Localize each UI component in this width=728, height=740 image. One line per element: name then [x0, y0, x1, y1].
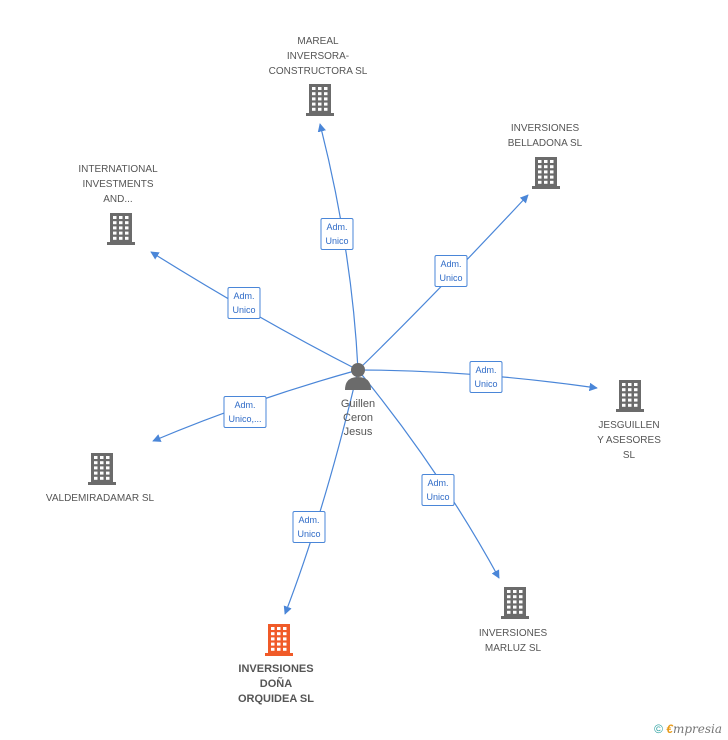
edge-label-orquidea[interactable]: Adm. Unico [292, 511, 326, 543]
building-icon-marluz[interactable] [501, 587, 529, 619]
edge-label-line: Adm. [475, 365, 497, 375]
edge-label-line: Unico [325, 236, 349, 246]
company-label-line: Y ASESORES [597, 435, 661, 446]
company-label-line: VALDEMIRADAMAR SL [45, 493, 155, 504]
building-icon-mareal[interactable] [306, 84, 334, 116]
company-label-orquidea[interactable]: INVERSIONES DOÑA ORQUIDEA SL [238, 662, 314, 707]
empresia-logo-initial: € [666, 722, 673, 736]
edge-label-line: Adm. [298, 515, 320, 525]
company-label-line: CONSTRUCTORA SL [268, 66, 368, 77]
building-icon-valdemiradamar[interactable] [88, 453, 116, 485]
edge-label-marluz[interactable]: Adm. Unico [421, 474, 455, 506]
building-icon-jesguillen[interactable] [616, 380, 644, 412]
company-label-line: INVERSORA- [286, 51, 350, 62]
edge-label-line: Unico [232, 305, 256, 315]
edge-label-valdemiradamar[interactable]: Adm. Unico,... [223, 396, 267, 428]
empresia-logo-text: mpresia [672, 722, 722, 736]
edge-label-mareal[interactable]: Adm. Unico [320, 218, 354, 250]
company-label-line: INTERNATIONAL [78, 164, 158, 175]
company-label-mareal[interactable]: MAREAL INVERSORA- CONSTRUCTORA SL [269, 34, 368, 79]
company-label-line: ORQUIDEA SL [238, 693, 314, 705]
building-icon-international[interactable] [107, 213, 135, 245]
company-label-international[interactable]: INTERNATIONAL INVESTMENTS AND... [78, 162, 157, 207]
edge-label-line: Unico [297, 529, 321, 539]
person-icon[interactable] [345, 363, 371, 390]
company-label-jesguillen[interactable]: JESGUILLEN Y ASESORES SL [597, 418, 661, 463]
copyright-symbol: © [654, 722, 663, 736]
company-label-valdemiradamar[interactable]: VALDEMIRADAMAR SL [46, 491, 154, 506]
edge-label-line: Unico [439, 273, 463, 283]
edge-label-line: Unico [474, 379, 498, 389]
company-label-line: INVERSIONES [238, 663, 314, 675]
edge-label-jesguillen[interactable]: Adm. Unico [469, 361, 503, 393]
edge-label-line: Adm. [440, 259, 462, 269]
company-label-line: INVERSIONES [510, 123, 580, 134]
edge-orquidea [283, 369, 359, 615]
edge-label-line: Adm. [234, 400, 256, 410]
center-label-line: Guillen [340, 398, 376, 410]
company-label-line: MAREAL [297, 36, 339, 47]
edge-label-belladona[interactable]: Adm. Unico [434, 255, 468, 287]
footer-branding: © €mpresia [654, 722, 722, 736]
edge-label-line: Adm. [233, 291, 255, 301]
edge-label-line: Unico,... [228, 414, 262, 424]
company-label-line: MARLUZ SL [484, 643, 542, 654]
center-label-line: Ceron [343, 412, 373, 424]
company-label-line: JESGUILLEN [598, 420, 660, 431]
edge-belladona [357, 194, 529, 371]
company-label-line: DOÑA [259, 678, 293, 690]
company-label-line: INVERSIONES [478, 628, 548, 639]
edge-label-line: Unico [426, 492, 450, 502]
edge-marluz [357, 369, 500, 579]
company-label-belladona[interactable]: INVERSIONES BELLADONA SL [508, 121, 582, 151]
company-label-line: BELLADONA SL [507, 138, 583, 149]
building-icon-belladona[interactable] [532, 157, 560, 189]
company-label-line: INVESTMENTS [82, 179, 154, 190]
company-label-marluz[interactable]: INVERSIONES MARLUZ SL [479, 626, 547, 656]
building-icon-orquidea[interactable] [265, 624, 293, 656]
edge-label-international[interactable]: Adm. Unico [227, 287, 261, 319]
company-label-line: SL [622, 450, 636, 461]
edge-label-line: Adm. [326, 222, 348, 232]
edge-label-line: Adm. [427, 478, 449, 488]
center-label-line: Jesus [343, 426, 373, 438]
company-label-line: AND... [103, 194, 133, 205]
